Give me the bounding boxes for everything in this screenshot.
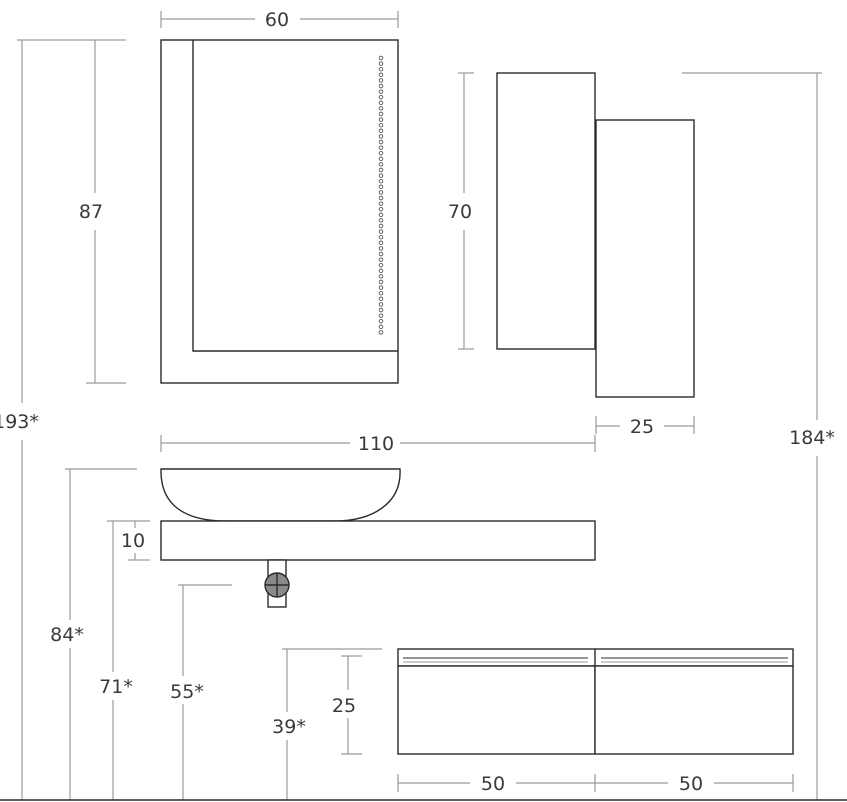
led-dot [378, 89, 384, 94]
led-dot [378, 145, 384, 150]
top-thickness-label: 10 [121, 530, 145, 552]
led-dot [378, 72, 384, 78]
led-dot [378, 246, 384, 251]
dim-column-height: 70 [448, 72, 474, 350]
mirror-width-label: 60 [265, 9, 289, 31]
led-dot [378, 206, 384, 212]
led-dot [378, 279, 384, 285]
dim-drawer-widths: 50 50 [397, 773, 794, 795]
led-dot [378, 117, 384, 122]
wall-column-units [496, 72, 695, 398]
led-dot [378, 296, 384, 302]
drawer-right-width-label: 50 [679, 773, 703, 795]
dim-top-thickness: 10 [121, 520, 150, 561]
led-dot [378, 100, 384, 106]
led-dot [378, 195, 384, 201]
drawer-left-width-label: 50 [481, 773, 505, 795]
led-dot [378, 330, 384, 335]
vanity-top-with-basin [160, 468, 596, 608]
overall-height-right-label: 184* [789, 427, 835, 449]
dim-drawer-height: 25 [332, 655, 362, 755]
led-dot [378, 173, 384, 178]
drawer-right [594, 665, 794, 755]
drawer-height-label: 25 [332, 695, 356, 717]
led-dot [378, 268, 384, 274]
column-height-label: 70 [448, 201, 472, 223]
led-dot [378, 212, 384, 218]
led-dot [378, 190, 384, 195]
drawer-left [397, 665, 596, 755]
led-dot [378, 156, 384, 162]
dim-height-drain: 55* [170, 584, 232, 800]
column-depth-label: 25 [630, 416, 654, 438]
vanity-countertop [160, 520, 596, 561]
led-dot [378, 234, 384, 240]
led-dot [378, 139, 384, 145]
led-dot [378, 78, 384, 83]
dim-height-basin-rim: 84* [50, 468, 137, 800]
led-dot [378, 313, 384, 318]
height-drain-label: 55* [170, 681, 204, 703]
dim-mirror-width: 60 [160, 9, 399, 31]
mirror-led-strip [378, 55, 384, 335]
dim-overall-height-right: 184* [682, 72, 835, 800]
led-dot [378, 274, 384, 279]
height-drawer-top-label: 39* [272, 716, 306, 738]
led-dot [378, 324, 384, 330]
basin [160, 468, 401, 522]
led-dot [378, 218, 384, 223]
led-dot [378, 307, 384, 313]
drawer-unit [397, 648, 794, 755]
led-dot [378, 122, 384, 128]
overall-height-left-label: 193* [0, 411, 39, 433]
height-basin-rim-label: 84* [50, 624, 84, 646]
led-dot [378, 162, 384, 167]
column-unit-lower [595, 119, 695, 398]
led-dot [378, 66, 384, 72]
mirror-inner-frame [192, 40, 398, 352]
dim-height-drawer-top: 39* [272, 648, 382, 800]
led-dot [378, 55, 384, 61]
led-dot [378, 134, 384, 139]
column-unit-upper [496, 72, 596, 350]
mirror-height-label: 87 [79, 201, 103, 223]
led-dot [378, 150, 384, 156]
dim-mirror-height: 87 [79, 39, 126, 384]
dim-overall-height-left: 193* [0, 39, 86, 800]
led-dot [378, 251, 384, 257]
led-dot [378, 290, 384, 296]
top-width-label: 110 [358, 433, 394, 455]
led-dot [378, 302, 384, 307]
led-dot [378, 229, 384, 234]
led-dot [378, 184, 384, 190]
led-dot [378, 257, 384, 262]
led-dot [378, 201, 384, 206]
led-dot [378, 111, 384, 117]
led-dot [378, 178, 384, 184]
led-dot [378, 240, 384, 246]
led-dot [378, 61, 384, 66]
led-dot [378, 83, 384, 89]
mirror [160, 39, 399, 384]
led-dot [378, 128, 384, 134]
dim-height-top-surface: 71* [99, 520, 133, 800]
led-dot [378, 318, 384, 324]
dim-top-width: 110 [160, 433, 596, 455]
led-dot [378, 167, 384, 173]
led-dot [378, 262, 384, 268]
height-top-surface-label: 71* [99, 676, 133, 698]
led-dot [378, 94, 384, 100]
led-dot [378, 106, 384, 111]
led-dot [378, 285, 384, 290]
led-dot [378, 223, 384, 229]
dim-column-depth: 25 [595, 416, 695, 438]
